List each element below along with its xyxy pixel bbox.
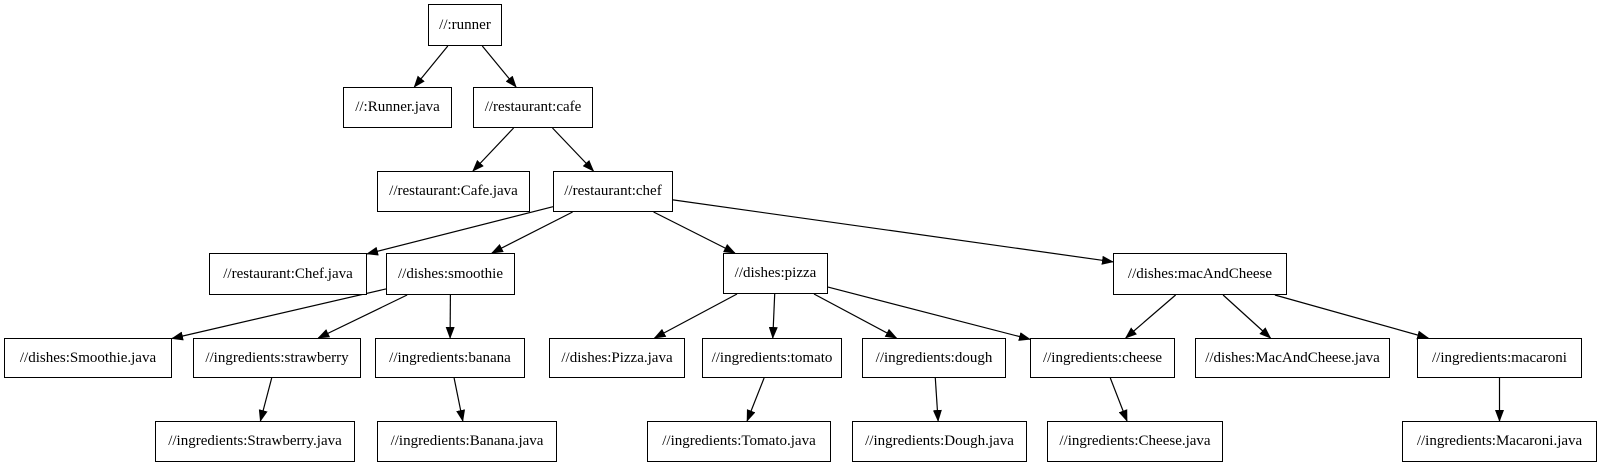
- graph-edge-cafe-to-cafe_java: [472, 127, 515, 172]
- graph-node-banana: //ingredients:banana: [375, 338, 525, 378]
- graph-node-macaroni-java: //ingredients:Macaroni.java: [1402, 421, 1597, 462]
- graph-node-pizza-java: //dishes:Pizza.java: [549, 338, 685, 378]
- graph-node-banana-java: //ingredients:Banana.java: [377, 421, 557, 462]
- graph-node-chef-java: //restaurant:Chef.java: [209, 253, 367, 295]
- graph-edge-smoothie-to-strawberry: [317, 294, 408, 339]
- graph-edge-cafe-to-chef: [552, 127, 595, 172]
- graph-node-macaroni: //ingredients:macaroni: [1417, 338, 1582, 378]
- graph-node-mac-and-cheese: //dishes:macAndCheese: [1113, 253, 1287, 295]
- graph-edge-pizza-to-dough: [813, 293, 898, 339]
- graph-edge-runner-to-runner_java: [413, 45, 449, 88]
- graph-edge-pizza-to-pizza_java: [653, 293, 738, 339]
- graph-edge-runner-to-cafe: [481, 45, 517, 88]
- graph-edge-strawberry-to-strawberry_java: [258, 377, 273, 422]
- graph-edge-tomato-to-tomato_java: [746, 377, 765, 422]
- graph-node-dough: //ingredients:dough: [862, 338, 1006, 378]
- graph-edge-chef-to-pizza: [653, 211, 736, 254]
- graph-edge-cheese-to-cheese_java: [1109, 377, 1128, 422]
- graph-edge-dough-to-dough_java: [932, 377, 942, 422]
- graph-node-mac-and-cheese-java: //dishes:MacAndCheese.java: [1195, 338, 1390, 378]
- graph-node-cheese: //ingredients:cheese: [1030, 338, 1175, 378]
- graph-node-tomato-java: //ingredients:Tomato.java: [647, 421, 831, 462]
- graph-node-dough-java: //ingredients:Dough.java: [852, 421, 1027, 462]
- graph-edge-pizza-to-tomato: [768, 293, 778, 339]
- graph-node-pizza: //dishes:pizza: [723, 253, 828, 294]
- graph-edge-mac_and_cheese-to-mac_and_cheese_java: [1222, 294, 1272, 339]
- graph-node-smoothie: //dishes:smoothie: [386, 253, 515, 295]
- graph-node-cafe-java: //restaurant:Cafe.java: [377, 171, 530, 212]
- graph-edge-mac_and_cheese-to-cheese: [1124, 294, 1176, 339]
- graph-node-cafe: //restaurant:cafe: [473, 87, 593, 128]
- graph-edge-smoothie-to-smoothie_java: [171, 288, 387, 341]
- graph-node-runner-java: //:Runner.java: [343, 87, 452, 128]
- graph-edge-chef-to-chef_java: [366, 206, 554, 256]
- graph-node-cheese-java: //ingredients:Cheese.java: [1047, 421, 1223, 462]
- graph-node-chef: //restaurant:chef: [553, 171, 673, 212]
- graph-node-runner: //:runner: [428, 4, 502, 46]
- graph-edge-mac_and_cheese-to-macaroni: [1274, 294, 1430, 340]
- graph-node-strawberry: //ingredients:strawberry: [193, 338, 361, 378]
- graph-edge-chef-to-smoothie: [491, 211, 573, 254]
- graph-node-tomato: //ingredients:tomato: [702, 338, 842, 378]
- graph-node-smoothie-java: //dishes:Smoothie.java: [4, 338, 172, 378]
- graph-edge-pizza-to-cheese: [827, 286, 1031, 341]
- graph-edge-banana-to-banana_java: [453, 377, 466, 422]
- graph-edge-chef-to-mac_and_cheese: [672, 199, 1114, 265]
- graph-node-strawberry-java: //ingredients:Strawberry.java: [155, 421, 355, 462]
